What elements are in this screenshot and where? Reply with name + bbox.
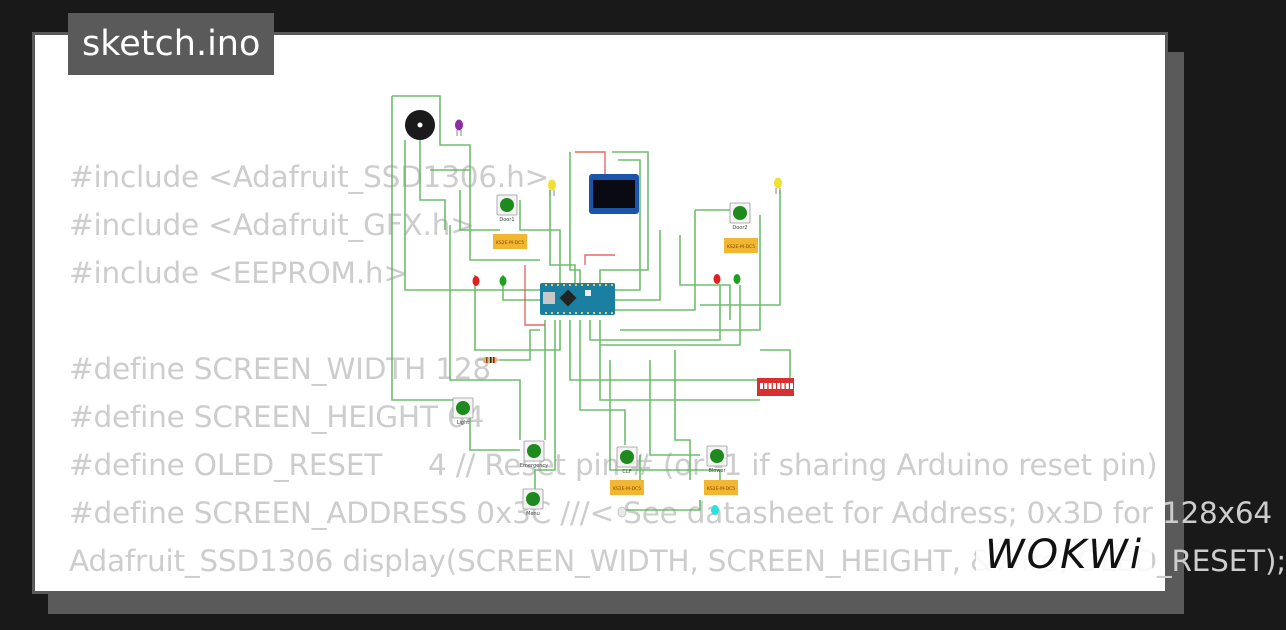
wires <box>391 95 791 511</box>
relay-module: KS2E-M-DC5 <box>724 238 758 253</box>
button-label: Menu <box>526 511 540 517</box>
button-label: Blower <box>708 468 726 474</box>
push-button-light: Light <box>452 397 474 426</box>
led-red <box>472 276 480 286</box>
button-label: CLF <box>622 469 631 475</box>
led-yellow <box>548 179 556 196</box>
code-line: #define SCREEN_WIDTH 128 <box>69 352 491 386</box>
led-white <box>617 506 627 518</box>
button-label: Light <box>457 420 470 426</box>
led-cyan <box>711 505 719 515</box>
power-wires <box>524 151 615 326</box>
dip-switch-icon <box>757 378 794 396</box>
push-button-door1: Door1 <box>496 194 518 223</box>
circuit-diagram: KS2E-M-DC5 KS2E-M-DC5 KS2E-M-DC5 KS2E-M-… <box>391 95 794 518</box>
relay-label: KS2E-M-DC5 <box>727 244 755 250</box>
led-green <box>733 274 741 284</box>
button-label: Door2 <box>732 225 747 231</box>
sketch-filename: sketch.ino <box>68 13 275 75</box>
button-label: Door1 <box>499 217 514 223</box>
code-line: #define OLED_RESET 4 // Reset pin # (or … <box>69 448 1158 482</box>
button-label: Emergency <box>520 463 548 469</box>
code-line: #include <Adafruit_SSD1306.h> <box>69 160 550 194</box>
relay-label: KS2E-M-DC5 <box>613 486 641 492</box>
led-green <box>499 276 507 286</box>
led-red <box>713 274 721 284</box>
led-yellow <box>774 177 782 194</box>
logo-text: WOKWi <box>985 532 1143 578</box>
relay-module: KS2E-M-DC5 <box>704 480 738 495</box>
arduino-nano-icon <box>540 283 615 315</box>
code-line: #include <Adafruit_GFX.h> <box>69 208 475 242</box>
relay-label: KS2E-M-DC5 <box>496 240 524 246</box>
relay-label: KS2E-M-DC5 <box>707 486 735 492</box>
push-button-emergency: Emergency <box>520 440 548 469</box>
wokwi-logo: WOKWi <box>976 528 1152 578</box>
push-button-menu: Menu <box>522 488 544 517</box>
relay-module: KS2E-M-DC5 <box>493 234 527 249</box>
code-line: #include <EEPROM.h> <box>69 256 408 290</box>
push-button-blower: Blower <box>706 445 728 474</box>
resistor-icon <box>478 357 502 363</box>
code-preview: #include <Adafruit_SSD1306.h> #include <A… <box>69 153 1286 585</box>
oled-display-icon <box>589 174 639 214</box>
relay-module: KS2E-M-DC5 <box>610 480 644 495</box>
code-line: #define SCREEN_ADDRESS 0x3C ///< See dat… <box>69 496 1272 530</box>
buzzer-icon <box>405 110 435 140</box>
push-button-door2: Door2 <box>729 202 751 231</box>
led-purple <box>455 119 463 136</box>
push-button-clf: CLF <box>616 446 638 475</box>
